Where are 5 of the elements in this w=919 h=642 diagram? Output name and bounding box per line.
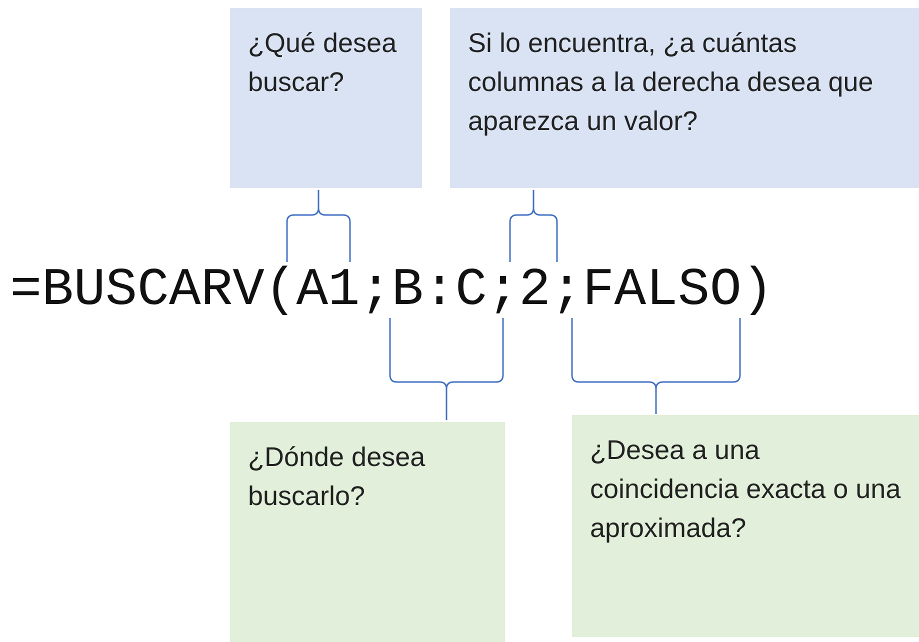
formula-text: =BUSCARV(A1;B:C;2;FALSO) [10, 259, 774, 322]
callout-box: ¿Qué desea buscar? [230, 8, 422, 188]
callout-box: Si lo encuentra, ¿a cuántas columnas a la derecha desea que aparezca un valor? [450, 8, 919, 188]
callout-box: ¿Dónde desea buscarlo? [230, 422, 505, 642]
callout-box: ¿Desea a una coincidencia exacta o una aproximada? [572, 415, 919, 637]
